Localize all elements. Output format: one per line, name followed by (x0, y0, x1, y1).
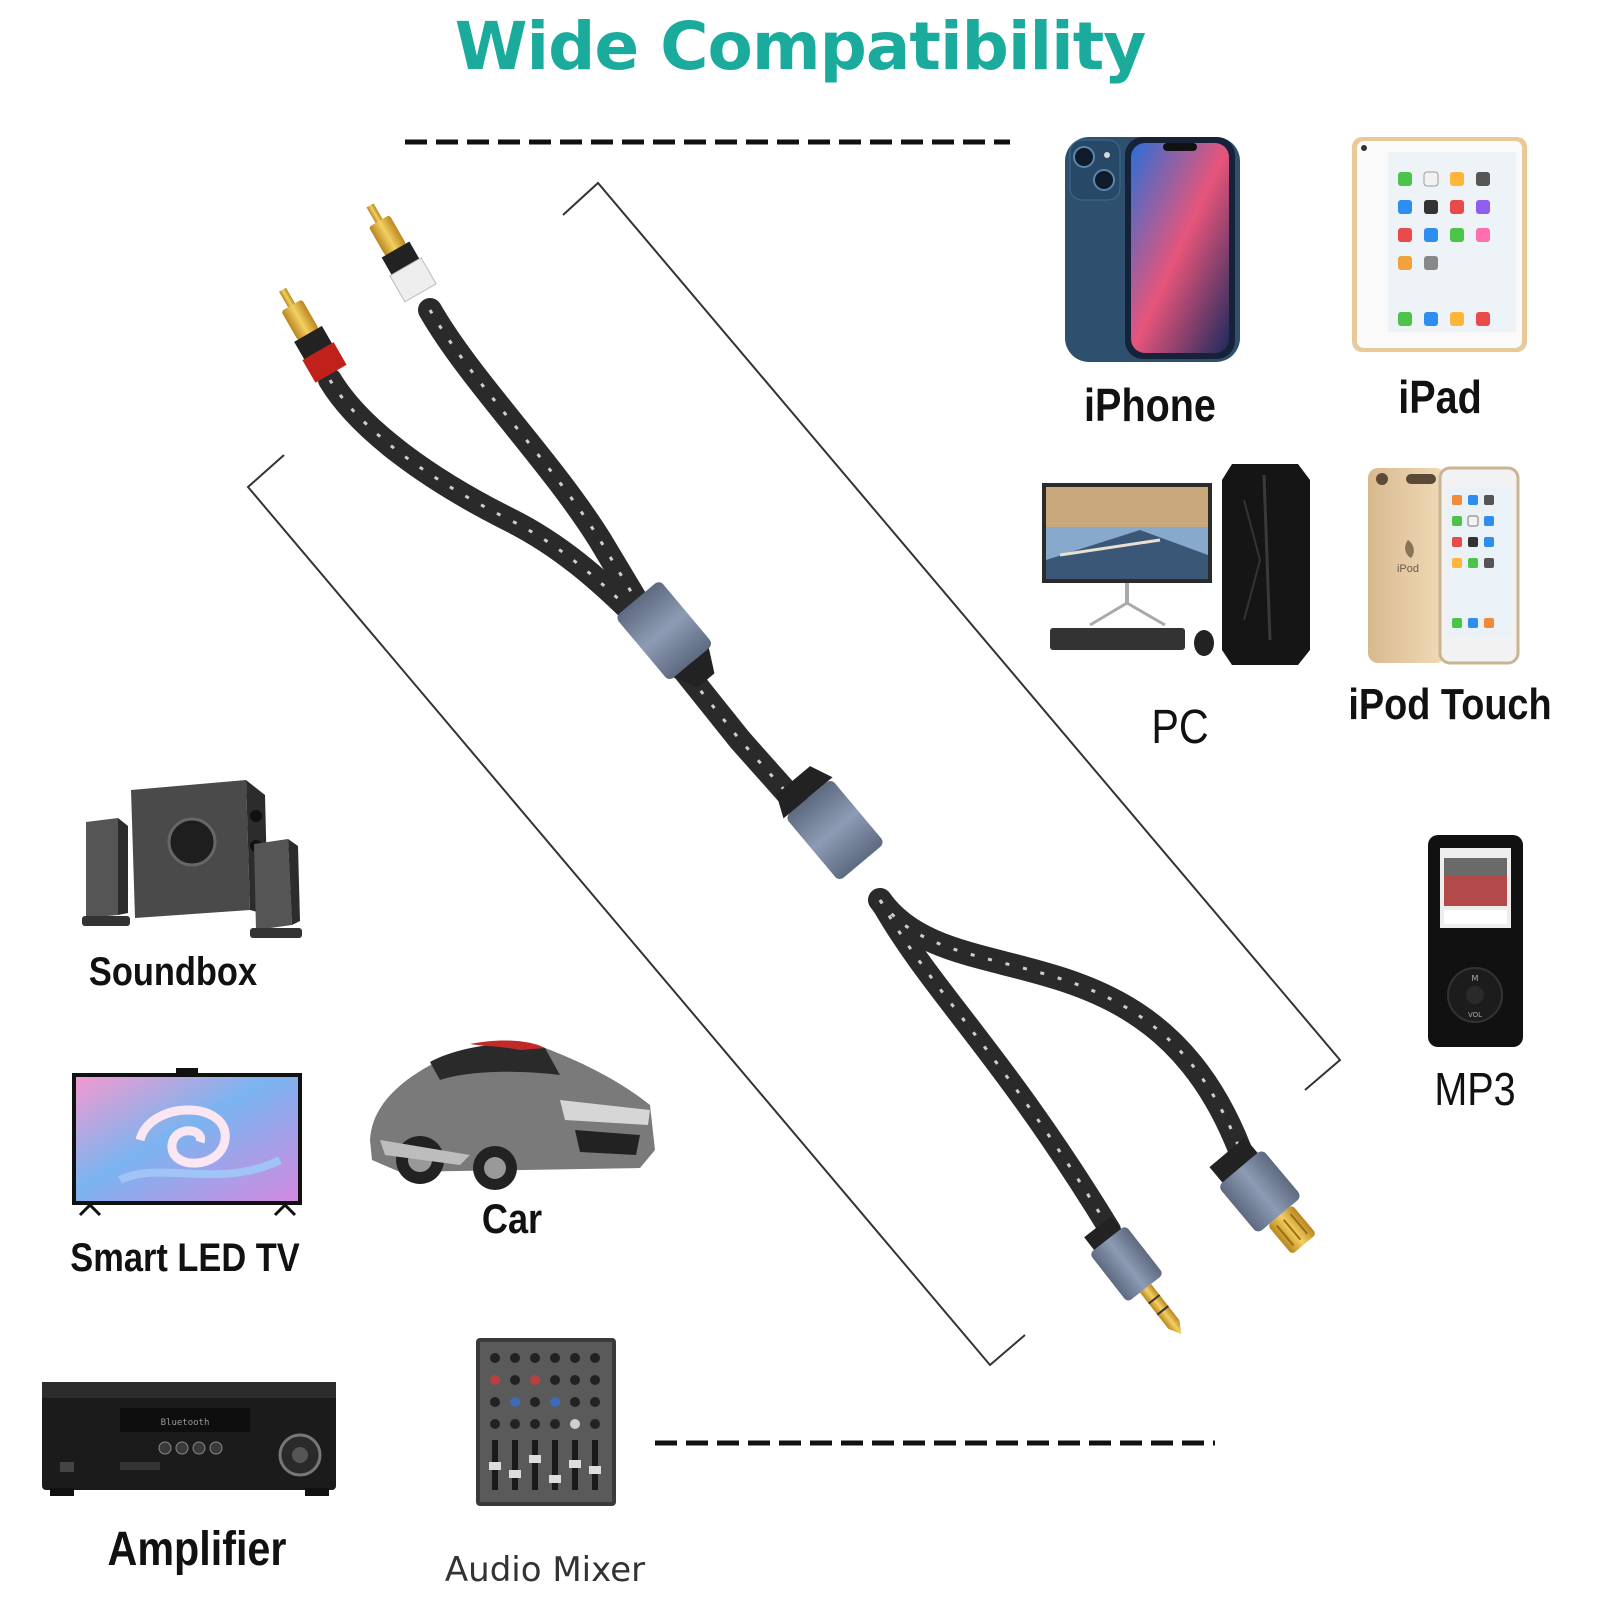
bracket-line-lower (246, 454, 1026, 1367)
rca-to-lightning-aux-cable-icon (279, 203, 1315, 1335)
label-audio-mixer: Audio Mixer (444, 1550, 646, 1590)
svg-text:M: M (1472, 974, 1479, 983)
splitter-housing-lower (776, 766, 883, 880)
label-iphone: iPhone (1084, 379, 1216, 431)
page-title: Wide Compatibility (454, 8, 1147, 85)
iphone-icon (1065, 137, 1240, 362)
amplifier-display-text: Bluetooth (161, 1418, 210, 1428)
label-ipod-touch: iPod Touch (1348, 680, 1552, 729)
svg-text:VOL: VOL (1468, 1011, 1482, 1019)
ipad-app-grid (1398, 171, 1490, 326)
audio-mixer-icon (476, 1338, 616, 1506)
speaker-system-icon (82, 780, 302, 938)
bracket-line-upper (562, 181, 1342, 1091)
mp3-player-icon: M VOL (1428, 835, 1523, 1047)
ipod-touch-icon: iPod (1368, 466, 1520, 665)
mixer-faders (489, 1440, 601, 1490)
tv-icon (72, 1068, 302, 1217)
splitter-housing-upper (617, 582, 715, 688)
car-icon (370, 1040, 655, 1190)
label-smart-led-tv: Smart LED TV (70, 1236, 300, 1280)
label-soundbox: Soundbox (88, 950, 258, 994)
rca-white-plug (366, 203, 437, 303)
ipod-logo-text: iPod (1397, 563, 1419, 575)
label-pc: PC (1151, 701, 1209, 754)
aux-3.5mm-plug (1084, 1216, 1182, 1335)
mixer-knobs (490, 1353, 600, 1429)
ipod-app-grid (1452, 495, 1494, 628)
label-ipad: iPad (1398, 371, 1482, 423)
label-car: Car (481, 1195, 543, 1242)
label-mp3: MP3 (1434, 1063, 1516, 1115)
ipad-icon (1352, 137, 1527, 352)
rca-red-plug (279, 287, 347, 383)
desktop-pc-icon (1042, 464, 1310, 665)
lightning-connector (1209, 1137, 1315, 1253)
amplifier-icon: Bluetooth (42, 1382, 336, 1496)
label-amplifier: Amplifier (107, 1523, 287, 1576)
